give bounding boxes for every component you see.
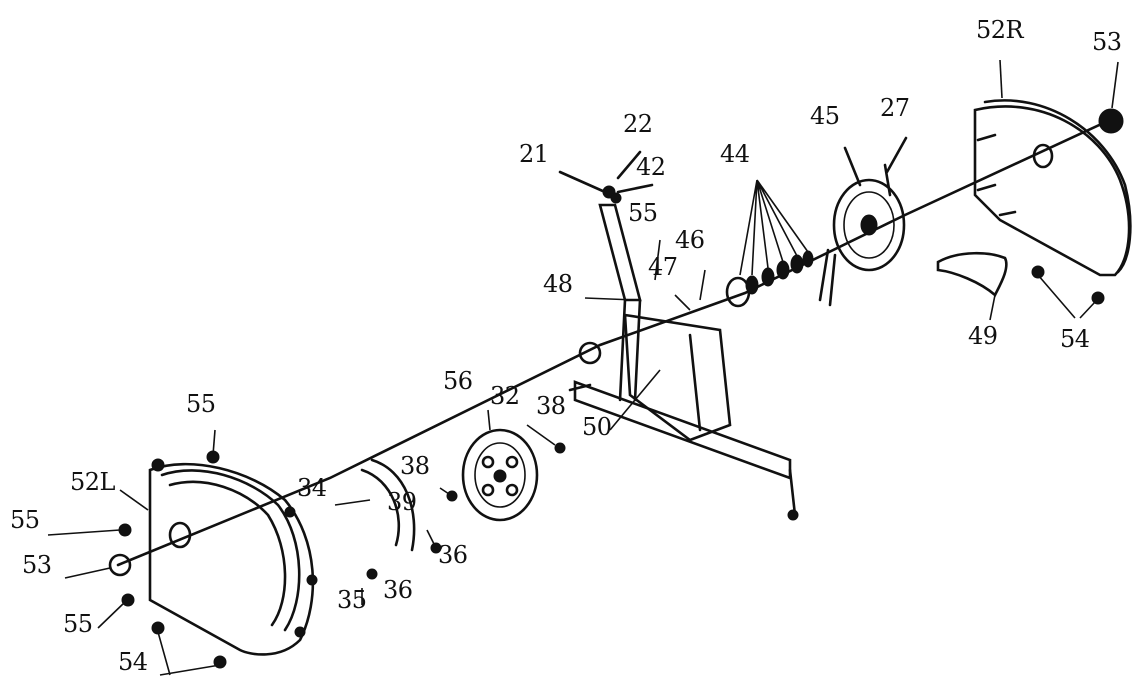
label-34: 34 (297, 474, 327, 502)
label-44: 44 (720, 140, 750, 168)
label-48: 48 (543, 270, 573, 298)
crank-27 (885, 136, 908, 174)
right-cover-52R (973, 99, 1132, 277)
label-45: 45 (810, 102, 840, 130)
bearings-44 (725, 179, 814, 308)
washer-53-left (108, 553, 132, 577)
label-54-right: 54 (1060, 325, 1090, 353)
label-38-lower: 38 (400, 452, 430, 480)
label-55-left-bot: 55 (63, 610, 93, 638)
label-52R: 52R (976, 16, 1025, 44)
label-39: 39 (387, 488, 417, 516)
label-49: 49 (968, 322, 998, 350)
label-50: 50 (582, 413, 612, 441)
bearing-washer (578, 341, 602, 365)
label-35: 35 (337, 586, 367, 614)
left-cover-52L (148, 458, 318, 656)
label-27: 27 (880, 94, 910, 122)
label-36-b: 36 (383, 576, 413, 604)
belt-49 (936, 251, 1008, 298)
flywheel-32 (461, 409, 539, 522)
screws-54-right (1031, 265, 1105, 319)
knob-53-right (1098, 108, 1124, 134)
label-22: 22 (623, 110, 653, 138)
label-46: 46 (675, 226, 705, 254)
label-38-upper: 38 (536, 392, 566, 420)
label-32: 32 (490, 382, 520, 410)
label-42: 42 (636, 153, 666, 181)
label-53-left: 53 (22, 551, 52, 579)
frame-upright (568, 203, 799, 521)
pulley-45 (818, 146, 906, 307)
label-21: 21 (519, 140, 549, 168)
label-54-left: 54 (118, 648, 148, 676)
label-56: 56 (443, 367, 473, 395)
label-55-upper: 55 (628, 199, 658, 227)
label-55-left-mid: 55 (10, 506, 40, 534)
assembly-axis-line (116, 118, 1112, 567)
label-52L: 52L (70, 468, 116, 496)
handle-head-21-22 (558, 150, 654, 204)
label-36-a: 36 (438, 541, 468, 569)
magnet-bracket-39 (334, 458, 416, 552)
label-53-top: 53 (1092, 28, 1122, 56)
label-47: 47 (648, 253, 678, 281)
label-55-left-top: 55 (186, 390, 216, 418)
screws-misc (47, 59, 1119, 676)
